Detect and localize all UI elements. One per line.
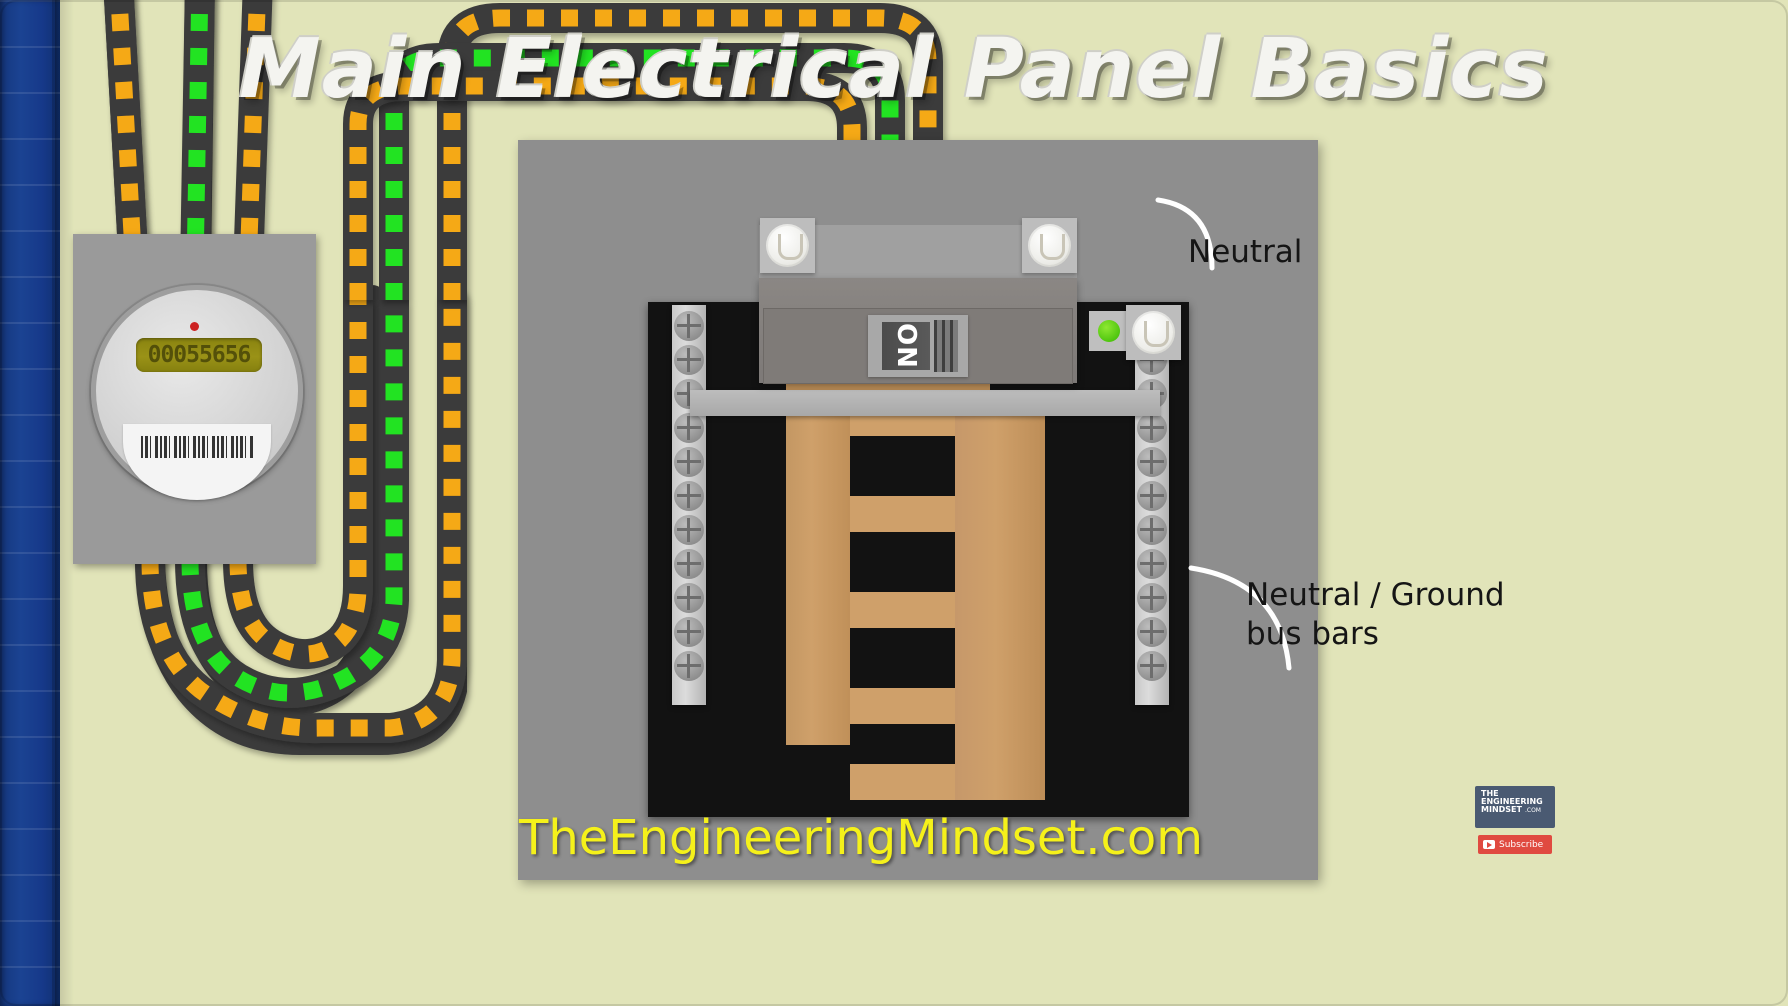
copper-bus-right bbox=[955, 400, 1045, 800]
neutral-lug-top-right bbox=[1126, 305, 1181, 360]
lug-hole-icon bbox=[1028, 224, 1071, 267]
brand-line-1: THE bbox=[1481, 789, 1499, 798]
youtube-play-icon bbox=[1483, 840, 1495, 849]
meter-indicator-dot bbox=[190, 322, 199, 331]
ground-screw-icon bbox=[1098, 320, 1120, 342]
bus-bar-cross-tie bbox=[690, 390, 1160, 416]
main-breaker-switch[interactable]: ON bbox=[882, 322, 930, 370]
lug-hole-icon bbox=[1132, 311, 1175, 354]
lug-hole-icon bbox=[766, 224, 809, 267]
main-breaker-grip-ribs bbox=[934, 320, 958, 372]
brand-dotcom: .COM bbox=[1524, 807, 1541, 815]
page-title: Main Electrical Panel Basics bbox=[239, 22, 1549, 117]
main-breaker-state-label: ON bbox=[891, 323, 921, 369]
brand-line-2: ENGINEERING bbox=[1481, 797, 1543, 807]
subscribe-label: Subscribe bbox=[1499, 839, 1544, 850]
main-lug-left bbox=[760, 218, 815, 273]
wall-corner-shadow bbox=[52, 0, 74, 1006]
meter-barcode bbox=[141, 436, 253, 458]
neutral-ground-bus-bar-left bbox=[672, 305, 706, 705]
meter-reading-value: 00055656 bbox=[147, 342, 252, 368]
brand-badge[interactable]: THE ENGINEERING MINDSET.COM bbox=[1475, 786, 1555, 828]
callout-neutral: Neutral bbox=[1188, 234, 1303, 270]
brand-line-3: MINDSET bbox=[1481, 805, 1522, 815]
neutral-ground-bus-bar-right bbox=[1135, 305, 1169, 705]
copper-bus-comb-fingers bbox=[850, 400, 955, 800]
main-lug-right bbox=[1022, 218, 1077, 273]
meter-display: 00055656 bbox=[136, 338, 262, 372]
blue-wall-strip bbox=[0, 0, 60, 1006]
callout-neutral-ground-bus-bars: Neutral / Ground bus bars bbox=[1246, 577, 1505, 652]
neutral-wire-service bbox=[181, 0, 403, 702]
ground-terminal bbox=[1089, 311, 1129, 351]
live-wire-right bbox=[229, 0, 367, 663]
neutral-wire-arch bbox=[385, 49, 1157, 330]
watermark-url: TheEngineeringMindset.com bbox=[519, 810, 1204, 866]
live-wire-left bbox=[110, 0, 461, 737]
copper-bus-left bbox=[786, 400, 850, 745]
subscribe-button[interactable]: Subscribe bbox=[1478, 835, 1552, 854]
